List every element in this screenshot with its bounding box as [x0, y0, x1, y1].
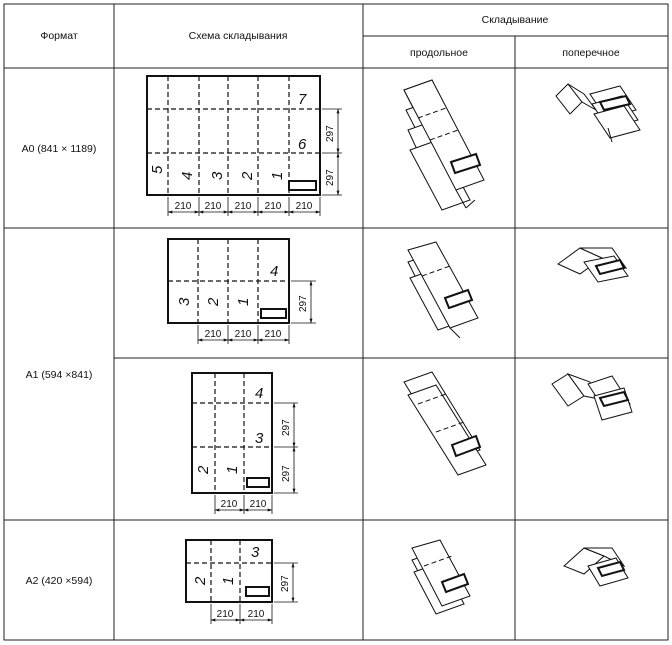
a1v2-panel-2: 2	[195, 465, 212, 475]
a0-dim-h4: 210	[265, 201, 282, 212]
a0-dim-h2: 210	[205, 201, 222, 212]
a1v2-panel-4: 4	[255, 385, 263, 402]
a2-dim-v1: 297	[280, 575, 291, 592]
a1-longitudinal-illustration-1	[407, 241, 479, 339]
a2-scheme	[185, 539, 298, 624]
a0-panel-4: 4	[179, 172, 196, 180]
a2-longitudinal-illustration	[411, 539, 471, 615]
a0-transverse-illustration	[555, 83, 641, 143]
a1v2-dim-v2: 297	[281, 465, 292, 482]
a0-panel-3: 3	[209, 171, 226, 180]
header-scheme: Схема складывания	[189, 30, 288, 42]
a1v1-panel-2: 2	[205, 297, 222, 307]
a0-panel-1: 1	[269, 172, 286, 180]
a1v1-panel-3: 3	[176, 297, 193, 306]
header-transverse: поперечное	[562, 47, 619, 59]
a0-dim-h3: 210	[235, 201, 252, 212]
a0-dim-h5: 210	[296, 201, 313, 212]
a0-panel-6: 6	[298, 136, 307, 153]
a1v1-dim-h1: 210	[205, 329, 222, 340]
a0-panel-2: 2	[239, 171, 256, 181]
a1v1-panel-4: 4	[270, 263, 278, 280]
header-folding: Складывание	[482, 14, 549, 26]
a1v2-dim-h1: 210	[221, 499, 238, 510]
a2-panel-1: 1	[220, 577, 237, 585]
a0-dim-v2: 297	[325, 169, 336, 186]
a1-transverse-illustration-1	[557, 247, 629, 283]
header-format: Формат	[40, 30, 77, 42]
a1v1-dim-h2: 210	[235, 329, 252, 340]
a2-transverse-illustration	[563, 547, 629, 587]
a1v1-panel-1: 1	[235, 298, 252, 306]
a1v2-dim-h2: 210	[250, 499, 267, 510]
a1v2-panel-1: 1	[224, 466, 241, 474]
a1v2-dim-v1: 297	[281, 419, 292, 436]
header-longitudinal: продольное	[410, 47, 468, 59]
a0-panel-7: 7	[298, 91, 307, 108]
a1-scheme-1	[167, 238, 316, 344]
a1v1-dim-h3: 210	[265, 329, 282, 340]
a1v2-panel-3: 3	[255, 430, 264, 447]
a2-dim-h2: 210	[248, 609, 265, 620]
a0-dim-h1: 210	[175, 201, 192, 212]
a1v1-dim-v1: 297	[298, 295, 309, 312]
a1-scheme-2	[191, 372, 298, 514]
a0-longitudinal-illustration	[403, 79, 485, 211]
a0-panel-5: 5	[149, 165, 166, 174]
a1-transverse-illustration-2	[551, 372, 633, 421]
table-grid	[3, 3, 669, 641]
row-a2-format: A2 (420 ×594)	[26, 575, 93, 587]
a2-panel-2: 2	[192, 576, 209, 586]
a2-panel-3: 3	[251, 544, 260, 561]
a0-dim-v1: 297	[325, 125, 336, 142]
a1-longitudinal-illustration-2	[403, 371, 487, 476]
a0-scheme	[146, 75, 342, 216]
row-a1-format: A1 (594 ×841)	[26, 369, 93, 381]
row-a0-format: A0 (841 × 1189)	[22, 143, 97, 155]
a2-dim-h1: 210	[217, 609, 234, 620]
